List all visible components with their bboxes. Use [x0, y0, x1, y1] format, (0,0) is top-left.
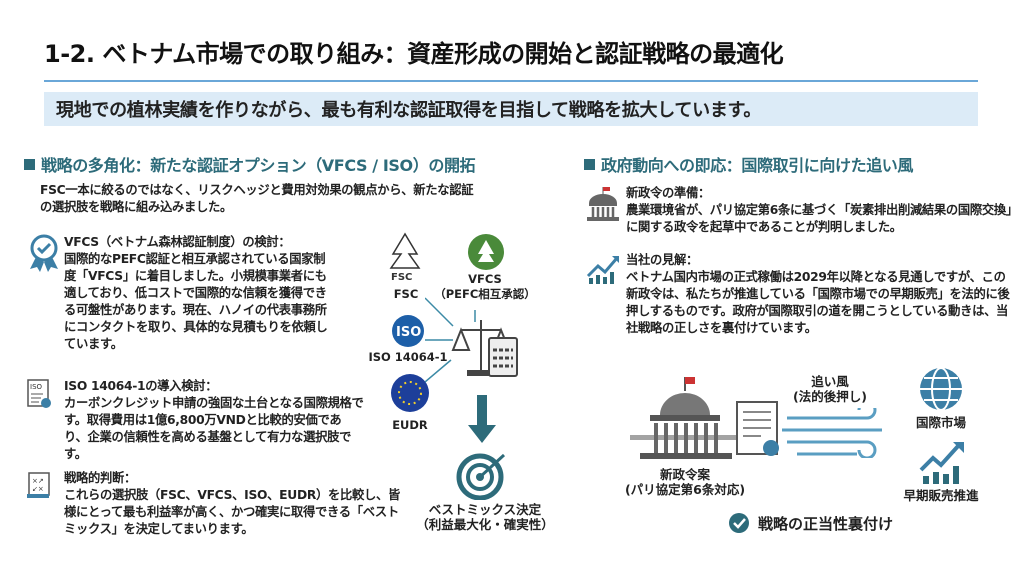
- iso-item: ISO 14064-1の導入検討： カーボンクレジット申請の強固な土台となる国際規…: [64, 378, 364, 463]
- view-item: 当社の見解： ベトナム国内市場の正式稼働は2029年以降となる見通しですが、この新…: [626, 252, 1011, 337]
- title-divider: [44, 80, 978, 82]
- check-circle-icon: [729, 513, 749, 533]
- sales-growth-icon: [919, 442, 964, 484]
- intl-market-label: 国際市場: [915, 415, 966, 430]
- eu-flag-icon: [391, 374, 429, 412]
- fsc-label: FSC: [393, 287, 419, 301]
- judgment-title: 戦略的判断：: [64, 471, 136, 485]
- bullet-square-icon: [584, 159, 595, 170]
- vfcs-tree-logo-icon: [468, 234, 504, 270]
- best-mix-label: ベストミックス決定（利益最大化・確実性）: [405, 502, 565, 532]
- decree-body: 農業環境省が、パリ協定第6条に基づく「炭素排出削減結果の国際交換」に関する政令を…: [626, 203, 1012, 234]
- eudr-label: EUDR: [392, 418, 428, 432]
- iso-title: ISO 14064-1の導入検討：: [64, 379, 218, 393]
- vfcs-label-note: （PEFC相互承認）: [434, 287, 536, 301]
- early-sales-label: 早期販売推進: [903, 488, 979, 503]
- decree-draft-title: 新政令案: [659, 467, 710, 482]
- wind-icon: [782, 408, 882, 458]
- decree-title: 新政令の準備：: [626, 186, 710, 200]
- strategy-scroll-icon: ×↗↙×: [27, 472, 50, 498]
- decree-document-icon: [736, 401, 779, 456]
- left-heading-text: 戦略の多角化：新たな認証オプション（VFCS / ISO）の開拓: [41, 156, 476, 175]
- government-building-icon: [587, 187, 619, 221]
- svg-text:FSC: FSC: [391, 272, 412, 282]
- conclusion-text: 戦略の正当性裏付け: [758, 514, 894, 533]
- vfcs-title: VFCS（ベトナム森林認証制度）の検討：: [64, 235, 291, 249]
- best-mix-title: ベストミックス決定: [428, 502, 542, 517]
- judgment-body: これらの選択肢（FSC、VFCS、ISO、EUDR）を比較し、皆様にとって最も利…: [64, 488, 400, 536]
- svg-text:ISO: ISO: [396, 325, 421, 340]
- conclusion-badge: 戦略の正当性裏付け: [728, 512, 893, 534]
- bullet-square-icon: [24, 159, 35, 170]
- decree-draft-label: 新政令案(パリ協定第6条対応): [620, 467, 750, 497]
- left-intro: FSC一本に絞るのではなく、リスクヘッジと費用対効果の観点から、新たな認証の選択…: [40, 183, 474, 214]
- left-heading: 戦略の多角化：新たな認証オプション（VFCS / ISO）の開拓: [24, 152, 476, 176]
- judgment-item: 戦略的判断： これらの選択肢（FSC、VFCS、ISO、EUDR）を比較し、皆様に…: [64, 470, 409, 538]
- view-body: ベトナム国内市場の正式稼働は2029年以降となる見通しですが、この新政令は、私た…: [626, 270, 1010, 335]
- tailwind-note: (法的後押し): [793, 389, 867, 404]
- vfcs-item: VFCS（ベトナム森林認証制度）の検討： 国際的なPEFC認証と相互承認されている…: [64, 234, 334, 353]
- svg-text:ISO: ISO: [30, 383, 43, 391]
- iso-logo-icon: ISO: [392, 315, 424, 347]
- tailwind-label: 追い風(法的後押し): [790, 374, 870, 404]
- iso-body: カーボンクレジット申請の強固な土台となる国際規格です。取得費用は1億6,800万…: [64, 396, 364, 461]
- capitol-building-icon: [630, 377, 740, 459]
- subtitle-banner: 現地での植林実績を作りながら、最も有利な認証取得を目指して戦略を拡大しています。: [44, 92, 978, 126]
- iso-certificate-icon: ISO: [27, 379, 51, 408]
- fsc-tree-logo-icon: FSC: [389, 232, 421, 282]
- svg-text:×↗: ×↗: [32, 477, 44, 485]
- right-heading: 政府動向への即応：国際取引に向けた追い風: [584, 152, 913, 176]
- best-mix-note: （利益最大化・確実性）: [416, 517, 554, 532]
- vfcs-body: 国際的なPEFC認証と相互承認されている国家制度「VFCS」に着目しました。小規…: [64, 252, 328, 351]
- iso-label: ISO 14064-1: [368, 350, 448, 364]
- growth-chart-icon: [586, 256, 619, 284]
- decree-draft-note: (パリ協定第6条対応): [624, 482, 746, 497]
- page-title: 1-2. ベトナム市場での取り組み：資産形成の開始と認証戦略の最適化: [44, 40, 784, 68]
- decree-item: 新政令の準備： 農業環境省が、パリ協定第6条に基づく「炭素排出削減結果の国際交換」…: [626, 185, 1016, 236]
- balance-calculator-icon: [425, 297, 518, 383]
- view-title: 当社の見解：: [626, 253, 698, 267]
- vfcs-label-name: VFCS: [468, 272, 502, 286]
- right-heading-text: 政府動向への即応：国際取引に向けた追い風: [601, 156, 914, 175]
- svg-text:↙×: ↙×: [32, 485, 44, 493]
- tailwind-title: 追い風: [811, 374, 849, 389]
- vfcs-label: VFCS（PEFC相互承認）: [430, 272, 540, 302]
- down-arrow-icon: [468, 395, 496, 443]
- globe-icon: [920, 367, 962, 411]
- target-icon: [456, 453, 506, 500]
- award-ribbon-icon: [30, 234, 58, 272]
